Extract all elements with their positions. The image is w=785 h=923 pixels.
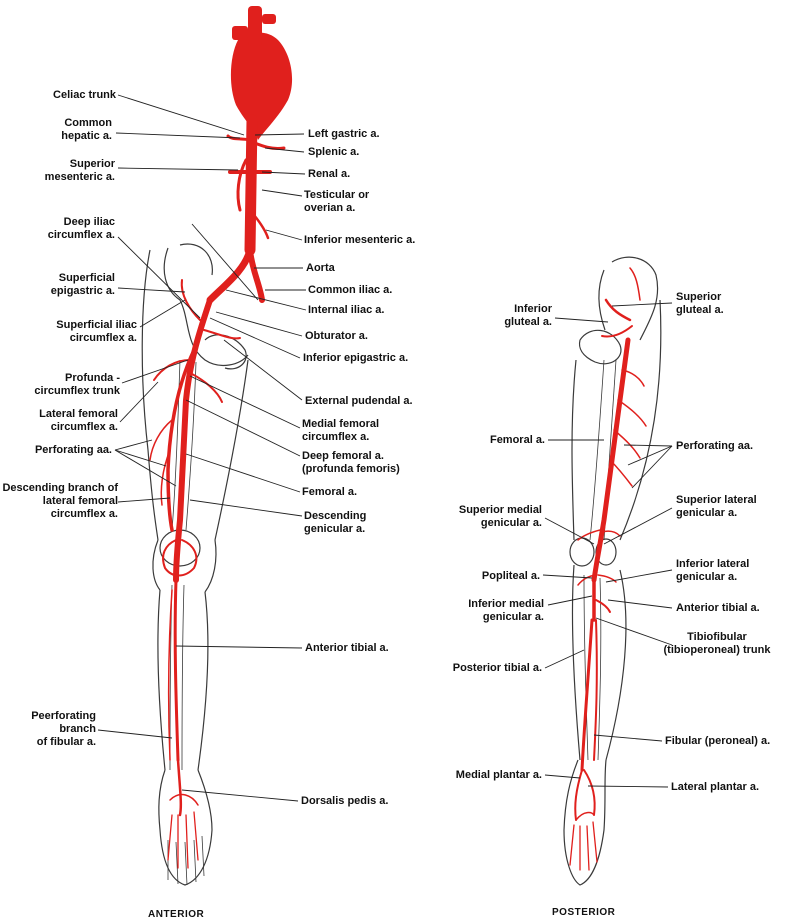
posterior-leg-outline [563,256,662,886]
label-inferior-gluteal: Inferior gluteal a. [504,303,552,328]
label-common-iliac: Common iliac a. [308,284,393,296]
label-femoral-anterior: Femoral a. [302,486,358,498]
label-superior-medial-genicular: Superior medial genicular a. [458,504,542,529]
label-left-gastric: Left gastric a. [308,128,380,140]
label-lateral-femoral-circumflex: Lateral femoral circumflex a. [39,408,118,433]
label-inferior-mesenteric: Inferior mesenteric a. [304,234,416,246]
label-medial-femoral-circumflex: Medial femoral circumflex a. [302,418,380,443]
label-common-hepatic: Common hepatic a. [61,117,112,142]
label-perforating-aa-posterior: Perforating aa. [676,440,754,452]
label-superior-lateral-genicular: Superior lateral genicular a. [676,494,757,519]
label-posterior-tibial: Posterior tibial a. [452,662,542,674]
posterior-arteries [569,267,647,871]
label-femoral-posterior: Femoral a. [489,434,545,446]
label-deep-iliac-circumflex: Deep iliac circumflex a. [47,216,115,241]
label-celiac-trunk: Celiac trunk [53,89,116,101]
label-perforating-branch-fibular: Peerforating branch of fibular a. [31,710,96,748]
label-renal: Renal a. [308,168,351,180]
label-superficial-iliac-circumflex: Superficial iliac circumflex a. [56,319,137,344]
label-anterior-tibial-anterior: Anterior tibial a. [305,642,389,654]
label-superficial-epigastric: Superficial epigastric a. [50,272,115,297]
label-anterior-tibial-posterior: Anterior tibial a. [676,602,760,614]
label-inferior-medial-genicular: Inferior medial genicular a. [468,598,544,623]
leader-lines [97,94,673,802]
label-aorta: Aorta [306,262,335,274]
anterior-arteries [149,114,286,869]
label-profunda-circumflex-trunk: Profunda - circumflex trunk [34,372,120,397]
view-label-posterior: POSTERIOR [552,907,616,918]
label-descending-branch-lateral: Descending branch of lateral femoral cir… [2,482,118,520]
label-external-pudendal: External pudendal a. [305,395,413,407]
label-medial-plantar: Medial plantar a. [455,769,542,781]
label-splenic: Splenic a. [308,146,360,158]
label-tibiofibular-trunk: Tibiofibular (tibioperoneal) trunk [663,631,771,656]
label-popliteal: Popliteal a. [481,570,540,582]
label-dorsalis-pedis: Dorsalis pedis a. [301,795,389,807]
label-deep-femoral: Deep femoral a. (profunda femoris) [302,450,400,475]
view-label-anterior: ANTERIOR [148,909,205,920]
label-internal-iliac: Internal iliac a. [308,304,385,316]
heart [230,6,293,140]
label-obturator: Obturator a. [305,330,368,342]
label-testicular: Testicular or overian a. [304,189,370,214]
label-inferior-epigastric: Inferior epigastric a. [303,352,409,364]
label-perforating-aa-anterior: Perforating aa. [34,444,112,456]
label-fibular: Fibular (peroneal) a. [665,735,771,747]
label-superior-gluteal: Superior gluteal a. [676,291,724,316]
label-descending-genicular: Descending genicular a. [304,510,367,535]
label-inferior-lateral-genicular: Inferior lateral genicular a. [676,558,750,583]
label-superior-mesenteric: Superior mesenteric a. [44,158,115,183]
label-lateral-plantar: Lateral plantar a. [671,781,760,793]
